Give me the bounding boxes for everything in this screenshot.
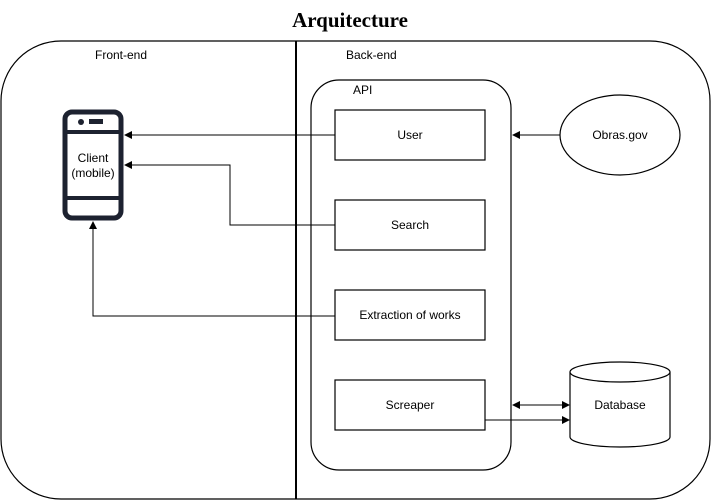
search-label: Search	[391, 218, 429, 232]
edge-user-to-client	[124, 131, 335, 139]
outer-frame	[0, 40, 711, 500]
edge-obras-to-user	[512, 131, 560, 139]
user-box	[334, 109, 486, 161]
smartphone-icon	[62, 109, 124, 221]
api-label: API	[353, 83, 372, 97]
screaper-box	[334, 379, 486, 431]
edge-extraction-to-client	[89, 221, 335, 317]
obras-gov-label: Obras.gov	[592, 128, 647, 142]
database-label: Database	[594, 398, 646, 412]
client-label-line2: (mobile)	[71, 166, 114, 180]
screaper-label: Screaper	[386, 398, 435, 412]
database-node	[569, 361, 671, 448]
frontend-label: Front-end	[95, 48, 147, 62]
client-label-line1: Client	[78, 151, 109, 165]
extraction-label: Extraction of works	[359, 308, 460, 322]
extraction-box	[334, 289, 486, 341]
api-container	[310, 79, 512, 471]
search-box	[334, 199, 486, 251]
edge-screaper-to-database	[485, 416, 570, 424]
user-label: User	[397, 128, 422, 142]
edge-screaper-database-bidirectional	[512, 401, 570, 409]
backend-label: Back-end	[346, 48, 397, 62]
diagram-title: Arquitecture	[292, 8, 408, 32]
edge-search-to-client	[124, 161, 335, 226]
